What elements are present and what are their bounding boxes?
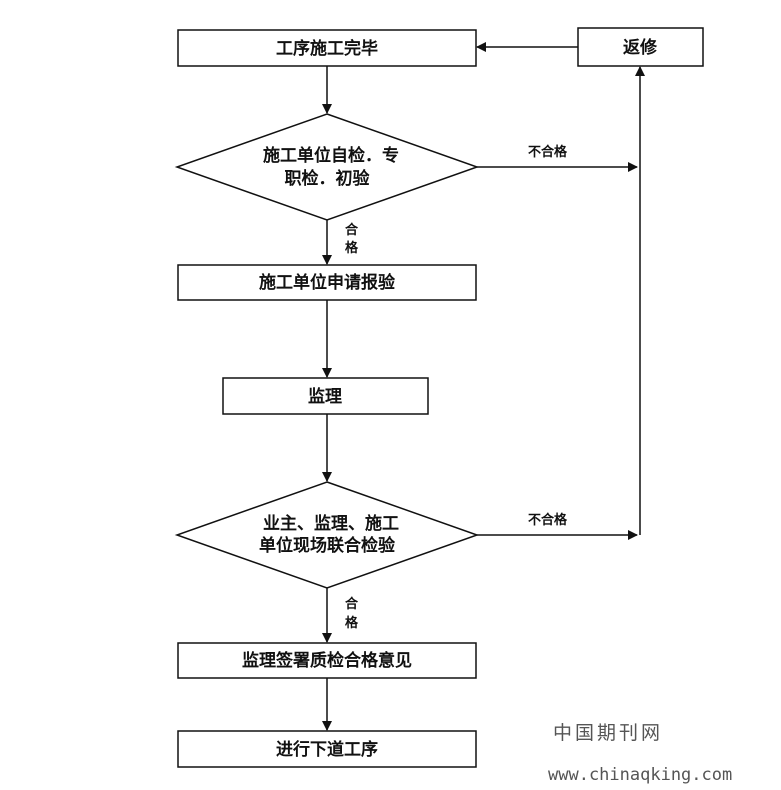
next-process-label: 进行下道工序 [276, 739, 378, 760]
next-process-box [177, 730, 477, 768]
sign-opinion-label: 监理签署质检合格意见 [242, 650, 412, 671]
work-done-box [177, 29, 477, 67]
supervision-box [222, 377, 429, 415]
pass-label-1-b: 格 [345, 240, 359, 256]
pass-label-2-a: 合 [345, 596, 359, 612]
work-done-label: 工序施工完毕 [276, 38, 378, 59]
rework-label: 返修 [623, 37, 658, 58]
apply-inspection-label: 施工单位申请报验 [259, 272, 396, 293]
joint-check-label-line1: 业主、监理、施工 [263, 513, 399, 534]
joint-check-label-line2: 单位现场联合检验 [259, 535, 396, 556]
pass-label-1-a: 合 [345, 222, 359, 238]
joint-check-decision [174, 481, 480, 589]
self-check-label-line1: 施工单位自检．专 [263, 145, 399, 166]
rework-box [577, 27, 704, 67]
fail-label-1: 不合格 [528, 144, 568, 160]
fail-label-2: 不合格 [528, 512, 568, 528]
pass-label-2-b: 格 [345, 615, 359, 631]
watermark-name: 中国期刊网 [553, 722, 663, 744]
supervision-label: 监理 [308, 386, 342, 407]
self-check-decision [174, 113, 480, 221]
watermark-url: www.chinaqking.com [548, 765, 732, 785]
self-check-label-line2: 职检．初验 [285, 168, 371, 189]
